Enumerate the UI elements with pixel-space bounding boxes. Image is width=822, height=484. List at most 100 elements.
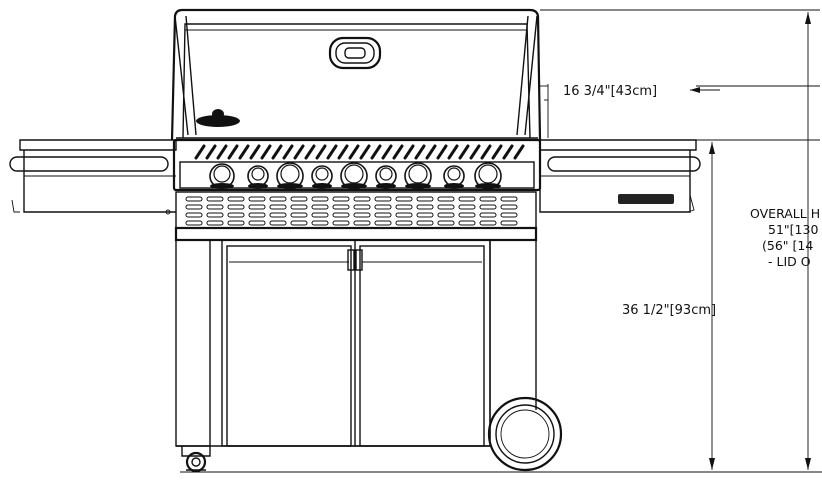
- vent-slot: [480, 144, 492, 160]
- vent-slot: [348, 144, 360, 160]
- vent-slot: [260, 144, 272, 160]
- grille-slot: [269, 220, 287, 226]
- brand-badge-icon: [618, 194, 674, 204]
- caster-wheel-icon: [181, 446, 211, 473]
- grille-slot: [416, 204, 434, 210]
- grille-slot: [185, 204, 203, 210]
- grille-slot: [479, 212, 497, 218]
- grille-slot: [395, 196, 413, 202]
- grille-slot: [206, 204, 224, 210]
- grille-slot: [311, 196, 329, 202]
- vent-slot: [436, 144, 448, 160]
- grille-slot: [290, 212, 308, 218]
- grille-slot: [185, 212, 203, 218]
- grille-slot: [374, 220, 392, 226]
- grill-cart: [174, 226, 563, 473]
- burner-knob-icon: [474, 162, 502, 190]
- grille-slot: [437, 220, 455, 226]
- overall-height-line4: - LID O: [768, 254, 811, 269]
- lid-logo-icon: [196, 109, 240, 127]
- grille-slot: [374, 204, 392, 210]
- grille-slot: [479, 196, 497, 202]
- vent-slot: [337, 144, 349, 160]
- grille-slot: [500, 220, 518, 226]
- grille-slot: [416, 212, 434, 218]
- grille-slot: [458, 196, 476, 202]
- work-height-label: 36 1/2"[93cm]: [622, 303, 717, 318]
- grille-slot: [269, 204, 287, 210]
- grille-slot: [227, 220, 245, 226]
- grille-slot: [500, 196, 518, 202]
- grille-slot: [185, 220, 203, 226]
- vent-slot: [216, 144, 228, 160]
- burner-knob-icon: [311, 165, 333, 189]
- vent-slot: [282, 144, 294, 160]
- grille-slot: [206, 196, 224, 202]
- grille-slot: [248, 220, 266, 226]
- overall-height-line2: 51"[130: [768, 222, 819, 237]
- grille-slot: [479, 204, 497, 210]
- grille-slot: [248, 212, 266, 218]
- grille-slot: [437, 212, 455, 218]
- vent-slot: [392, 144, 404, 160]
- grille-slot: [437, 196, 455, 202]
- vent-slot: [370, 144, 382, 160]
- grille-slot: [311, 204, 329, 210]
- burner-knob-icon: [247, 165, 269, 189]
- grille-slot: [227, 212, 245, 218]
- vent-slot: [513, 144, 525, 160]
- vent-slot: [304, 144, 316, 160]
- grille-slot: [269, 196, 287, 202]
- burner-knob-icon: [276, 162, 304, 190]
- grille-slot: [269, 212, 287, 218]
- vent-slot: [447, 144, 459, 160]
- grille-slot: [416, 220, 434, 226]
- grille-slot: [374, 196, 392, 202]
- dimension-lines: [180, 9, 822, 473]
- grille-slot: [458, 212, 476, 218]
- burner-knob-icon: [340, 162, 368, 190]
- burner-knob-icon: [375, 165, 397, 189]
- vent-slot: [458, 144, 470, 160]
- control-panel: [172, 138, 542, 192]
- grille-slot: [248, 196, 266, 202]
- left-side-shelf: [9, 139, 177, 215]
- grille-slot: [395, 220, 413, 226]
- grille-slot: [479, 220, 497, 226]
- overall-height-line3: (56" [14: [762, 238, 814, 253]
- vent-slot: [381, 144, 393, 160]
- lid-clearance-label: 16 3/4"[43cm]: [563, 84, 658, 99]
- grille-slot: [185, 196, 203, 202]
- grille-slot: [206, 212, 224, 218]
- grill-lid: [170, 8, 542, 141]
- vent-slot: [414, 144, 426, 160]
- grille-slot: [290, 204, 308, 210]
- grille-slot: [353, 220, 371, 226]
- grille-slot: [458, 204, 476, 210]
- grille-slot: [458, 220, 476, 226]
- overall-height-line1: OVERALL H: [750, 206, 821, 221]
- grille-slot: [227, 204, 245, 210]
- vent-slot: [502, 144, 514, 160]
- grille-slot: [290, 196, 308, 202]
- vent-slot: [238, 144, 250, 160]
- vent-slot: [359, 144, 371, 160]
- front-grille: [175, 191, 537, 229]
- right-side-shelf: [539, 139, 701, 213]
- grille-slot: [248, 204, 266, 210]
- vent-slot: [205, 144, 217, 160]
- grille-slot: [500, 204, 518, 210]
- vent-slot: [326, 144, 338, 160]
- vent-slot: [403, 144, 415, 160]
- grille-slot: [332, 204, 350, 210]
- cart-doors: [221, 239, 491, 447]
- grille-slot: [374, 212, 392, 218]
- burner-knob-icon: [209, 163, 235, 189]
- grille-slot: [416, 196, 434, 202]
- vent-slot: [271, 144, 283, 160]
- vent-slot: [227, 144, 239, 160]
- grille-slot: [395, 212, 413, 218]
- grille-slot: [206, 220, 224, 226]
- grille-slot: [290, 220, 308, 226]
- burner-knob-icon: [443, 165, 465, 189]
